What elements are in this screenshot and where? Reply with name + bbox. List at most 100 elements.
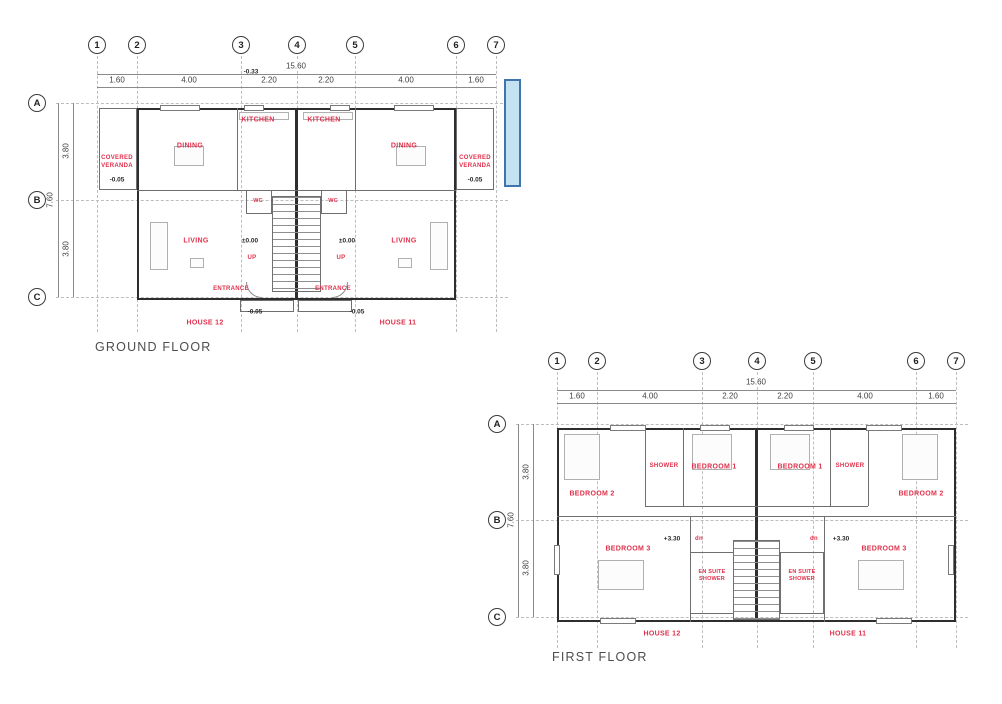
ff-dim-left-upper: 3.80	[521, 463, 531, 481]
gf-dim-seg-2: 4.00	[180, 75, 198, 85]
gf-dim-line-left-inner	[73, 103, 74, 297]
gf-grid-bubble-C: C	[28, 288, 46, 306]
gf-dining-table-right	[396, 146, 426, 166]
gf-level-entrance-right: -0.05	[349, 308, 365, 316]
ff-dim-line-left-inner	[533, 424, 534, 617]
gf-dim-left-upper: 3.80	[61, 142, 71, 160]
gf-grid-line-5	[355, 56, 356, 332]
gf-label-veranda-left-1: COVERED	[101, 155, 133, 161]
ff-grid-bubble-6: 6	[907, 352, 925, 370]
ff-label-bedroom3-right: BEDROOM 3	[861, 545, 907, 553]
ff-grid-bubble-C: C	[488, 608, 506, 626]
ff-grid-line-7	[956, 372, 957, 648]
ff-grid-bubble-2: 2	[588, 352, 606, 370]
gf-dim-seg-3: 2.20	[260, 75, 278, 85]
gf-grid-line-6	[456, 56, 457, 332]
ff-dim-total: 15.60	[744, 377, 768, 387]
gf-label-living-left: LIVING	[183, 237, 209, 245]
ff-bed-bedroom3-left	[598, 560, 644, 590]
gf-label-dining-left: DINING	[176, 142, 204, 150]
gf-label-entrance-left: ENTRANCE	[213, 286, 249, 292]
ff-plan-title: FIRST FLOOR	[552, 650, 648, 664]
gf-kitchen-wall-left	[237, 108, 238, 190]
gf-porch-left	[240, 300, 294, 312]
ff-dim-line-total	[557, 390, 956, 391]
gf-grid-bubble-A: A	[28, 94, 46, 112]
ff-party-wall	[755, 428, 758, 622]
ff-level-right: +3.30	[832, 535, 850, 543]
gf-grid-bubble-6: 6	[447, 36, 465, 54]
gf-label-veranda-left-2: VERANDA	[101, 163, 133, 169]
gf-level-veranda-left: -0.05	[109, 176, 125, 184]
gf-label-living-right: LIVING	[391, 237, 417, 245]
ff-bed-bedroom1-left	[692, 434, 732, 470]
gf-label-veranda-right-2: VERANDA	[459, 163, 491, 169]
ff-label-bedroom1-left: BEDROOM 1	[691, 463, 737, 471]
ff-level-left: +3.30	[663, 535, 681, 543]
gf-sofa-left	[150, 222, 168, 270]
gf-level-zero-left: ±0.00	[241, 237, 259, 245]
ff-window-1	[610, 425, 646, 431]
gf-grid-bubble-4: 4	[288, 36, 306, 54]
gf-veranda-right	[456, 108, 494, 190]
gf-dim-seg-4: 2.20	[317, 75, 335, 85]
ff-grid-bubble-3: 3	[693, 352, 711, 370]
gf-label-up-right: UP	[336, 255, 346, 261]
gf-dim-line-segments	[97, 87, 496, 88]
gf-label-veranda-right-1: COVERED	[459, 155, 491, 161]
ff-window-2	[700, 425, 730, 431]
ff-grid-line-5	[813, 372, 814, 648]
ff-mid-wall	[557, 516, 956, 517]
ff-dim-seg-2: 4.00	[641, 391, 659, 401]
gf-dim-seg-5: 4.00	[397, 75, 415, 85]
gf-window-3	[330, 105, 350, 111]
ff-dim-line-segments	[557, 403, 956, 404]
ff-house-right-tag: HOUSE 11	[829, 630, 867, 638]
ff-grid-bubble-5: 5	[804, 352, 822, 370]
ff-dim-seg-4: 2.20	[776, 391, 794, 401]
ff-label-bedroom2-left: BEDROOM 2	[569, 490, 615, 498]
gf-grid-bubble-5: 5	[346, 36, 364, 54]
gf-staircase	[272, 196, 321, 292]
ff-label-ensuite-right-2: SHOWER	[789, 576, 815, 582]
gf-level-entrance-left: -0.05	[247, 308, 263, 316]
ff-window-7	[554, 545, 560, 575]
gf-plan-title: GROUND FLOOR	[95, 340, 212, 354]
ff-shower-wall-left-2	[683, 428, 684, 506]
gf-window-4	[394, 105, 434, 111]
ff-label-ensuite-right-1: EN SUITE	[788, 569, 816, 575]
gf-wc-left	[246, 190, 272, 214]
ff-window-8	[948, 545, 954, 575]
gf-pool	[504, 79, 521, 187]
ff-bedroom3-wall-right	[824, 516, 825, 622]
ff-dim-seg-1: 1.60	[568, 391, 586, 401]
gf-dim-left-total: 7.60	[45, 191, 55, 209]
ff-grid-bubble-A: A	[488, 415, 506, 433]
ff-grid-line-6	[916, 372, 917, 648]
ff-dim-seg-5: 4.00	[856, 391, 874, 401]
gf-dining-table-left	[174, 146, 204, 166]
ff-window-6	[876, 618, 912, 624]
ff-window-3	[784, 425, 814, 431]
ff-shower-wall-right-1	[830, 428, 831, 506]
gf-dim-seg-1: 1.60	[108, 75, 126, 85]
ff-grid-line-A	[516, 424, 968, 425]
gf-grid-bubble-2: 2	[128, 36, 146, 54]
gf-coffee-table-right	[398, 258, 412, 268]
ff-label-shower-right: SHOWER	[835, 463, 865, 469]
ff-shower-wall-left-1	[645, 428, 646, 506]
ff-bed-bedroom1-right	[770, 434, 810, 470]
gf-grid-bubble-B: B	[28, 191, 46, 209]
ff-dim-seg-6: 1.60	[927, 391, 945, 401]
ff-window-5	[600, 618, 636, 624]
ff-dim-seg-3: 2.20	[721, 391, 739, 401]
gf-label-dining-right: DINING	[390, 142, 418, 150]
ff-grid-line-2	[597, 372, 598, 648]
gf-grid-line-1	[97, 56, 98, 332]
gf-level-porch: -0.33	[243, 68, 259, 76]
gf-porch-right	[298, 300, 352, 312]
ff-staircase	[733, 540, 780, 620]
ff-dim-left-total: 7.60	[506, 511, 516, 529]
ff-label-bedroom2-right: BEDROOM 2	[898, 490, 944, 498]
